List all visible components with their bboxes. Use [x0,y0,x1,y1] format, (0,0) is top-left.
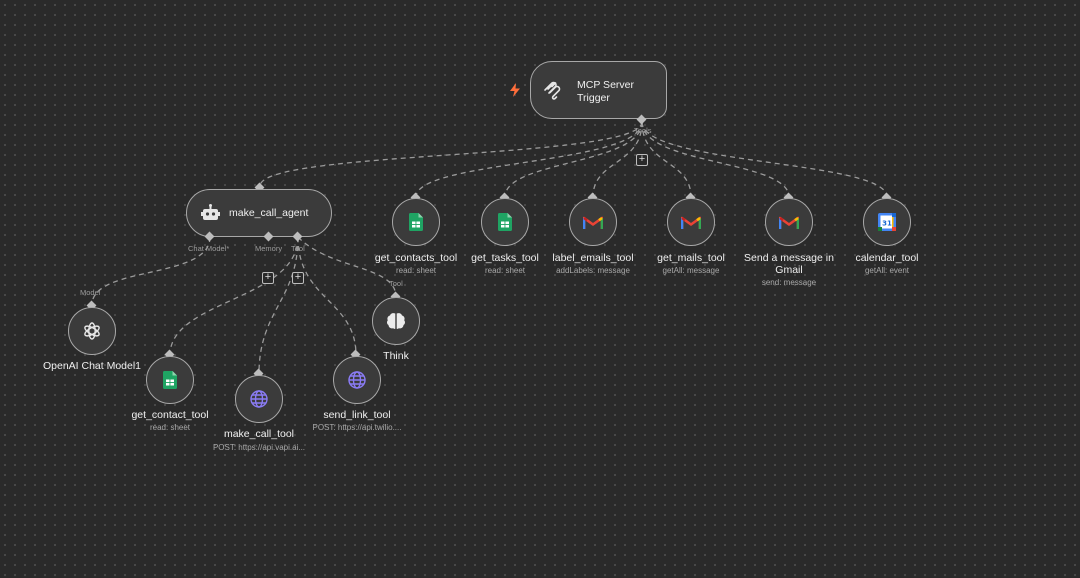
get-contact-tool-node[interactable] [146,356,194,404]
trigger-add-tool-button[interactable]: + [636,154,648,166]
get-contacts-tool-sub: read: sheet [395,266,437,275]
globe-icon [250,390,268,408]
model-port-label: Model [80,288,101,297]
robot-icon [201,204,220,222]
calendar-tool-node[interactable]: 31 [863,198,911,246]
google-sheets-icon [163,371,177,389]
send-gmail-tool-name: Send a message in Gmail [744,252,834,276]
get-tasks-tool-sub: read: sheet [484,266,526,275]
send-link-tool-node[interactable] [333,356,381,404]
send-gmail-tool-sub: send: message [761,278,817,287]
think-port-label: Tool [389,279,403,288]
trigger-output-label: Tools [634,126,652,135]
svg-text:31: 31 [882,220,892,228]
trigger-title: MCP Server Trigger [577,79,634,104]
make-call-tool-node[interactable] [235,375,283,423]
think-node[interactable] [372,297,420,345]
edge-trigger-calendar [641,121,888,198]
gmail-icon [583,215,603,230]
gmail-icon [779,215,799,230]
get-mails-tool-sub: getAll: message [662,266,720,275]
edge-trigger-get-tasks [504,121,643,198]
google-sheets-icon [409,213,423,231]
openai-chat-model-name: OpenAI Chat Model1 [42,360,142,372]
get-tasks-tool-node[interactable] [481,198,529,246]
get-contacts-tool-node[interactable] [392,198,440,246]
edge-trigger-send-gmail [641,121,790,198]
make-call-agent-node[interactable]: make_call_agent [186,189,332,237]
send-link-tool-sub: POST: https://api.twilio.... [312,423,402,432]
google-calendar-icon: 31 [878,213,896,231]
get-mails-tool-node[interactable] [667,198,715,246]
mcp-icon [542,81,562,101]
agent-tool-label: Tool [291,244,305,253]
openai-chat-model-node[interactable] [68,307,116,355]
edge-agent-make-call [258,236,299,375]
gmail-icon [681,215,701,230]
agent-chat-model-label: Chat Model* [188,244,230,253]
make-call-tool-name: make_call_tool [223,428,295,440]
add-memory-button[interactable]: + [262,272,274,284]
trigger-bolt-icon [509,83,521,97]
send-gmail-tool-node[interactable] [765,198,813,246]
get-contacts-tool-name: get_contacts_tool [374,252,458,264]
edge-agent-get-contact [169,236,299,356]
edge-agent-send-link [297,236,357,356]
add-agent-tool-button[interactable]: + [292,272,304,284]
brain-icon [386,312,406,330]
get-tasks-tool-name: get_tasks_tool [471,252,539,264]
calendar-tool-sub: getAll: event [864,266,910,275]
label-emails-tool-node[interactable] [569,198,617,246]
get-mails-tool-name: get_mails_tool [657,252,725,264]
send-link-tool-name: send_link_tool [323,409,391,421]
label-emails-tool-sub: addLabels: message [556,266,630,275]
google-sheets-icon [498,213,512,231]
make-call-tool-sub: POST: https://api.vapi.ai... [212,443,306,452]
agent-memory-label: Memory [255,244,283,253]
globe-icon [348,371,366,389]
edge-trigger-get-contacts [415,121,643,198]
calendar-tool-name: calendar_tool [855,252,919,264]
think-name: Think [383,350,409,362]
label-emails-tool-name: label_emails_tool [552,252,634,264]
get-contact-tool-sub: read: sheet [149,423,191,432]
mcp-server-trigger-node[interactable]: MCP Server Trigger [530,61,667,119]
agent-title: make_call_agent [229,207,309,219]
edge-trigger-agent [259,121,643,187]
openai-icon [82,321,102,341]
get-contact-tool-name: get_contact_tool [131,409,209,421]
